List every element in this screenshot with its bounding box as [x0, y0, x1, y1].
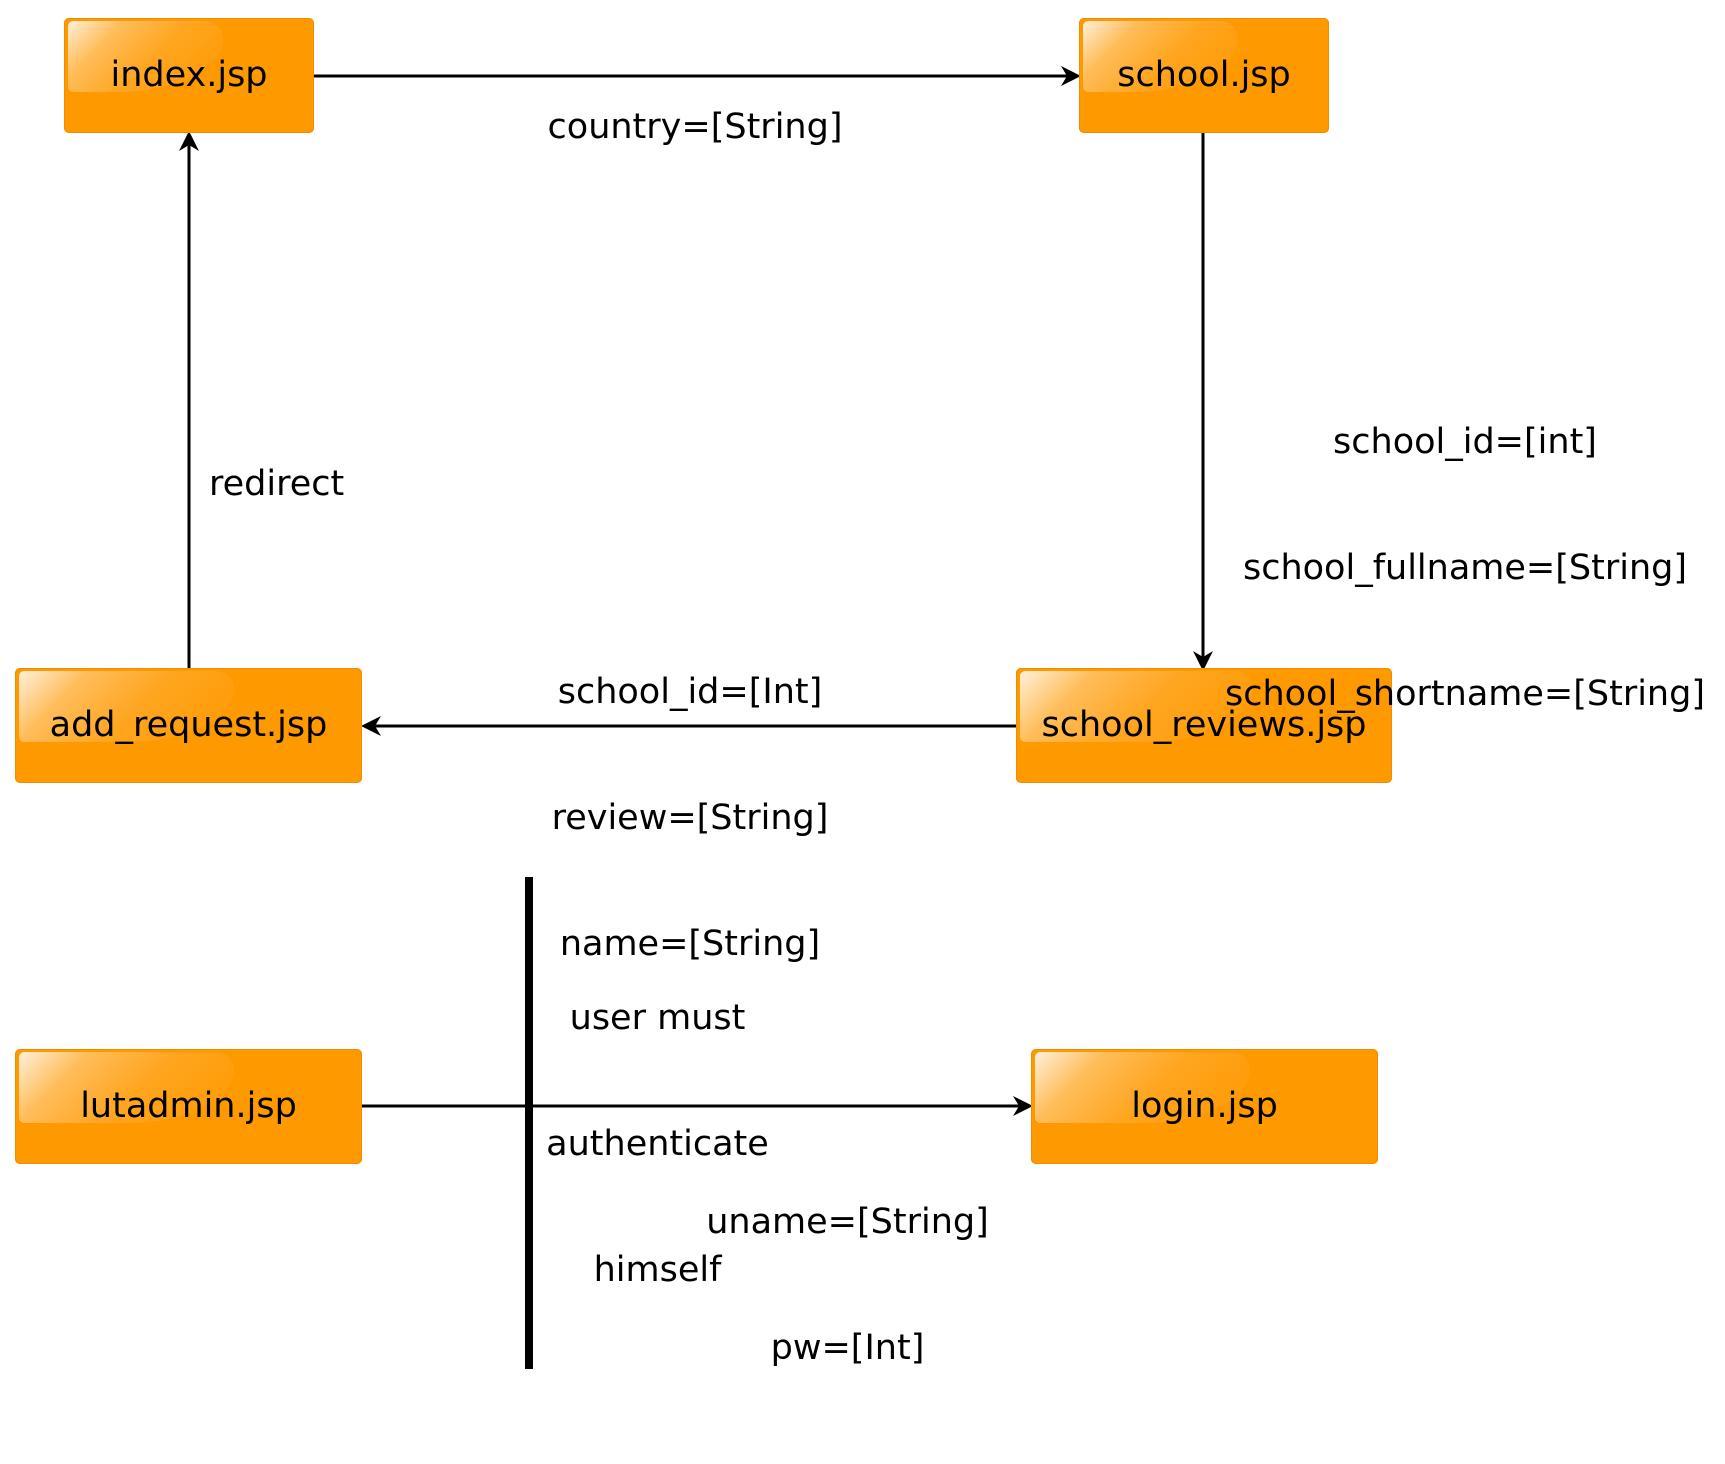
node-index-jsp: index.jsp [64, 18, 314, 133]
edge-label-line: school_id=[Int] [557, 672, 823, 712]
node-index-label: index.jsp [110, 55, 268, 95]
edge-label-lutadmin-to-login: uname=[String] pw=[Int] [680, 1117, 1015, 1411]
edge-label-reviews-to-add-request: school_id=[Int] review=[String] name=[St… [510, 587, 870, 1007]
node-school-reviews-label: school_reviews.jsp [1041, 705, 1367, 745]
edge-label-line: uname=[String] [706, 1202, 989, 1242]
node-add-request-label: add_request.jsp [49, 705, 328, 745]
edge-label-school-to-reviews: school_id=[int] school_fullname=[String]… [1210, 337, 1720, 757]
node-school-reviews-jsp: school_reviews.jsp [1016, 668, 1392, 783]
edge-label-index-to-school: country=[String] [490, 22, 900, 190]
barrier-label-line: himself [593, 1250, 722, 1290]
barrier-label-line: user must [569, 998, 746, 1038]
node-login-label: login.jsp [1131, 1086, 1278, 1126]
node-school-label: school.jsp [1117, 55, 1291, 95]
node-add-request-jsp: add_request.jsp [15, 668, 362, 783]
edge-label-line: school_shortname=[String] [1224, 674, 1705, 714]
node-lutadmin-label: lutadmin.jsp [80, 1086, 297, 1126]
edge-label-add-request-to-index: redirect [209, 379, 409, 547]
edge-label-line: school_id=[int] [1333, 422, 1597, 462]
edge-label-line: pw=[Int] [770, 1328, 925, 1368]
barrier-label: user must authenticate himself [520, 913, 795, 1333]
edge-label-line: name=[String] [559, 924, 821, 964]
edge-label-line: review=[String] [551, 798, 829, 838]
node-lutadmin-jsp: lutadmin.jsp [15, 1049, 362, 1164]
barrier-label-line: authenticate [546, 1124, 769, 1164]
edge-label-line: redirect [209, 464, 345, 504]
node-login-jsp: login.jsp [1031, 1049, 1378, 1164]
node-school-jsp: school.jsp [1079, 18, 1329, 133]
edge-label-line: school_fullname=[String] [1242, 548, 1687, 588]
edge-label-line: country=[String] [547, 107, 843, 147]
